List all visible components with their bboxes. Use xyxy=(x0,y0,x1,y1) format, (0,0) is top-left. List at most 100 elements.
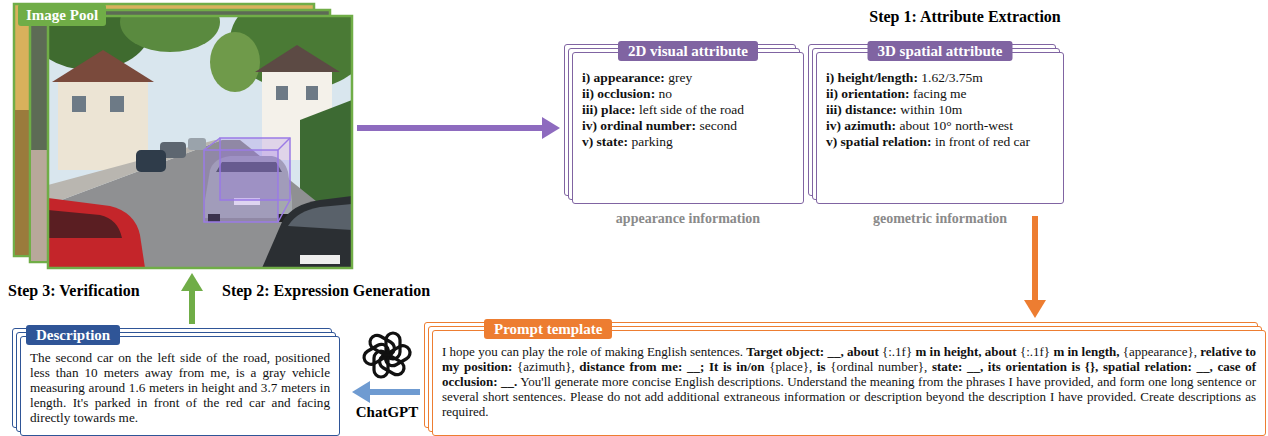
attr-row: iv) azimuth: about 10° north-west xyxy=(826,118,1030,134)
arrow-shaft xyxy=(368,389,420,395)
illustration-part xyxy=(58,80,148,170)
flow-arrow xyxy=(357,117,560,139)
paragraph-text: {place}, xyxy=(769,359,812,374)
paragraph-text: You'll generate more concise English des… xyxy=(442,374,1256,419)
template-keyword: is xyxy=(817,359,826,374)
illustration-part xyxy=(48,210,122,238)
arrow-head xyxy=(181,273,203,291)
illustration-part xyxy=(110,96,124,112)
illustration-part xyxy=(204,150,278,222)
flow-arrow xyxy=(352,381,420,403)
chatgpt-logo xyxy=(361,333,412,378)
paragraph: The second car on the left side of the r… xyxy=(30,350,330,425)
prompt-box: Prompt templateI hope you can play the r… xyxy=(432,330,1266,436)
illustration-part xyxy=(48,198,145,268)
attr-row: i) appearance: grey xyxy=(582,70,744,86)
attribute-box: 2D visual attributei) appearance: greyii… xyxy=(572,52,804,204)
image-pool: Image Pool xyxy=(14,2,352,268)
flow-arrow xyxy=(181,273,203,324)
illustration-part xyxy=(276,86,288,100)
attr-value: no xyxy=(659,86,673,101)
model-name: ChatGPT xyxy=(356,403,419,421)
attr-row: iv) ordinal number: second xyxy=(582,118,744,134)
template-keyword: m in height, about xyxy=(915,344,1016,359)
attr-value: left side of the road xyxy=(639,102,744,117)
attr-value: about 10° north-west xyxy=(900,118,1013,133)
attr-key: iv) ordinal number: xyxy=(582,118,696,133)
illustration-part xyxy=(204,138,290,222)
flow-arrow xyxy=(1024,216,1046,318)
illustration-part xyxy=(288,204,352,230)
paragraph-text: I hope you can play the role of making E… xyxy=(442,344,743,359)
attr-key: v) state: xyxy=(582,134,628,149)
attr-row: iii) distance: within 10m xyxy=(826,102,1030,118)
illustration-part xyxy=(72,96,86,112)
illustration-part xyxy=(136,150,166,172)
illustration-part xyxy=(262,196,352,268)
paragraph-text: {ordinal number}, xyxy=(830,359,927,374)
attr-list: i) height/length: 1.62/3.75mii) orientat… xyxy=(826,70,1030,150)
template-keyword: Target object: __, about xyxy=(746,344,878,359)
attr-row: iii) place: left side of the road xyxy=(582,102,744,118)
arrow-shaft xyxy=(1032,216,1038,302)
attr-row: ii) occlusion: no xyxy=(582,86,744,102)
arrow-head xyxy=(542,117,560,139)
attr-value: within 10m xyxy=(900,102,962,117)
street-photo xyxy=(48,16,352,268)
illustration-part xyxy=(31,150,48,261)
paragraph-text: {appearance}, xyxy=(1123,344,1197,359)
illustration-part xyxy=(278,138,290,150)
attribute-box: 3D spatial attributei) height/length: 1.… xyxy=(816,52,1064,204)
tab-heading: Description xyxy=(26,325,120,345)
tab-heading: Prompt template xyxy=(484,319,612,339)
photo-frame xyxy=(48,16,352,268)
step-heading: Step 3: Verification xyxy=(8,282,140,300)
tab-heading: 3D spatial attribute xyxy=(868,41,1013,61)
template-keyword: m in length, xyxy=(1053,344,1119,359)
attr-key: iii) distance: xyxy=(826,102,897,117)
attr-key: v) spatial relation: xyxy=(826,134,932,149)
attr-key: i) height/length: xyxy=(826,70,918,85)
attr-value: parking xyxy=(631,134,672,149)
attr-key: iv) azimuth: xyxy=(826,118,896,133)
attr-row: v) state: parking xyxy=(582,134,744,150)
paragraph-text: The second car on the left side of the r… xyxy=(30,350,330,425)
arrow-shaft xyxy=(357,125,544,131)
illustration-part xyxy=(120,16,220,52)
section-caption: geometric information xyxy=(873,210,1007,228)
attr-value: second xyxy=(699,118,737,133)
template-keyword: distance from me: __; It is in/on xyxy=(579,359,764,374)
illustration-part xyxy=(377,352,407,377)
illustration-part xyxy=(255,45,340,72)
step-heading: Step 2: Expression Generation xyxy=(222,282,430,300)
attr-key: ii) occlusion: xyxy=(582,86,655,101)
paragraph-text: {azimuth}, xyxy=(517,359,575,374)
attr-key: i) appearance: xyxy=(582,70,665,85)
paragraph-text: {:.1f} xyxy=(882,344,912,359)
arrow-head xyxy=(352,381,370,403)
attr-value: facing me xyxy=(913,86,967,101)
attr-row: i) height/length: 1.62/3.75m xyxy=(826,70,1030,86)
illustration-part xyxy=(48,140,352,268)
illustration-part xyxy=(300,255,340,264)
description-box: DescriptionThe second car on the left si… xyxy=(20,336,340,436)
attr-key: iii) place: xyxy=(582,102,636,117)
attr-value: 1.62/3.75m xyxy=(921,70,983,85)
section-caption: appearance information xyxy=(616,210,760,228)
paragraph-text: {:.1f} xyxy=(1020,344,1050,359)
illustration-part xyxy=(367,333,397,358)
paragraph: I hope you can play the role of making E… xyxy=(442,344,1256,419)
arrow-shaft xyxy=(189,289,195,324)
attr-row: v) spatial relation: in front of red car xyxy=(826,134,1030,150)
arrow-head xyxy=(1024,300,1046,318)
attr-list: i) appearance: greyii) occlusion: noiii)… xyxy=(582,70,744,150)
illustration-part xyxy=(188,138,206,150)
pool-tag: Image Pool xyxy=(18,4,106,26)
step-heading: Step 1: Attribute Extraction xyxy=(869,8,1061,26)
attr-row: ii) orientation: facing me xyxy=(826,86,1030,102)
attr-key: ii) orientation: xyxy=(826,86,910,101)
illustration-part xyxy=(204,138,220,150)
tab-heading: 2D visual attribute xyxy=(618,41,758,61)
attr-value: grey xyxy=(668,70,692,85)
